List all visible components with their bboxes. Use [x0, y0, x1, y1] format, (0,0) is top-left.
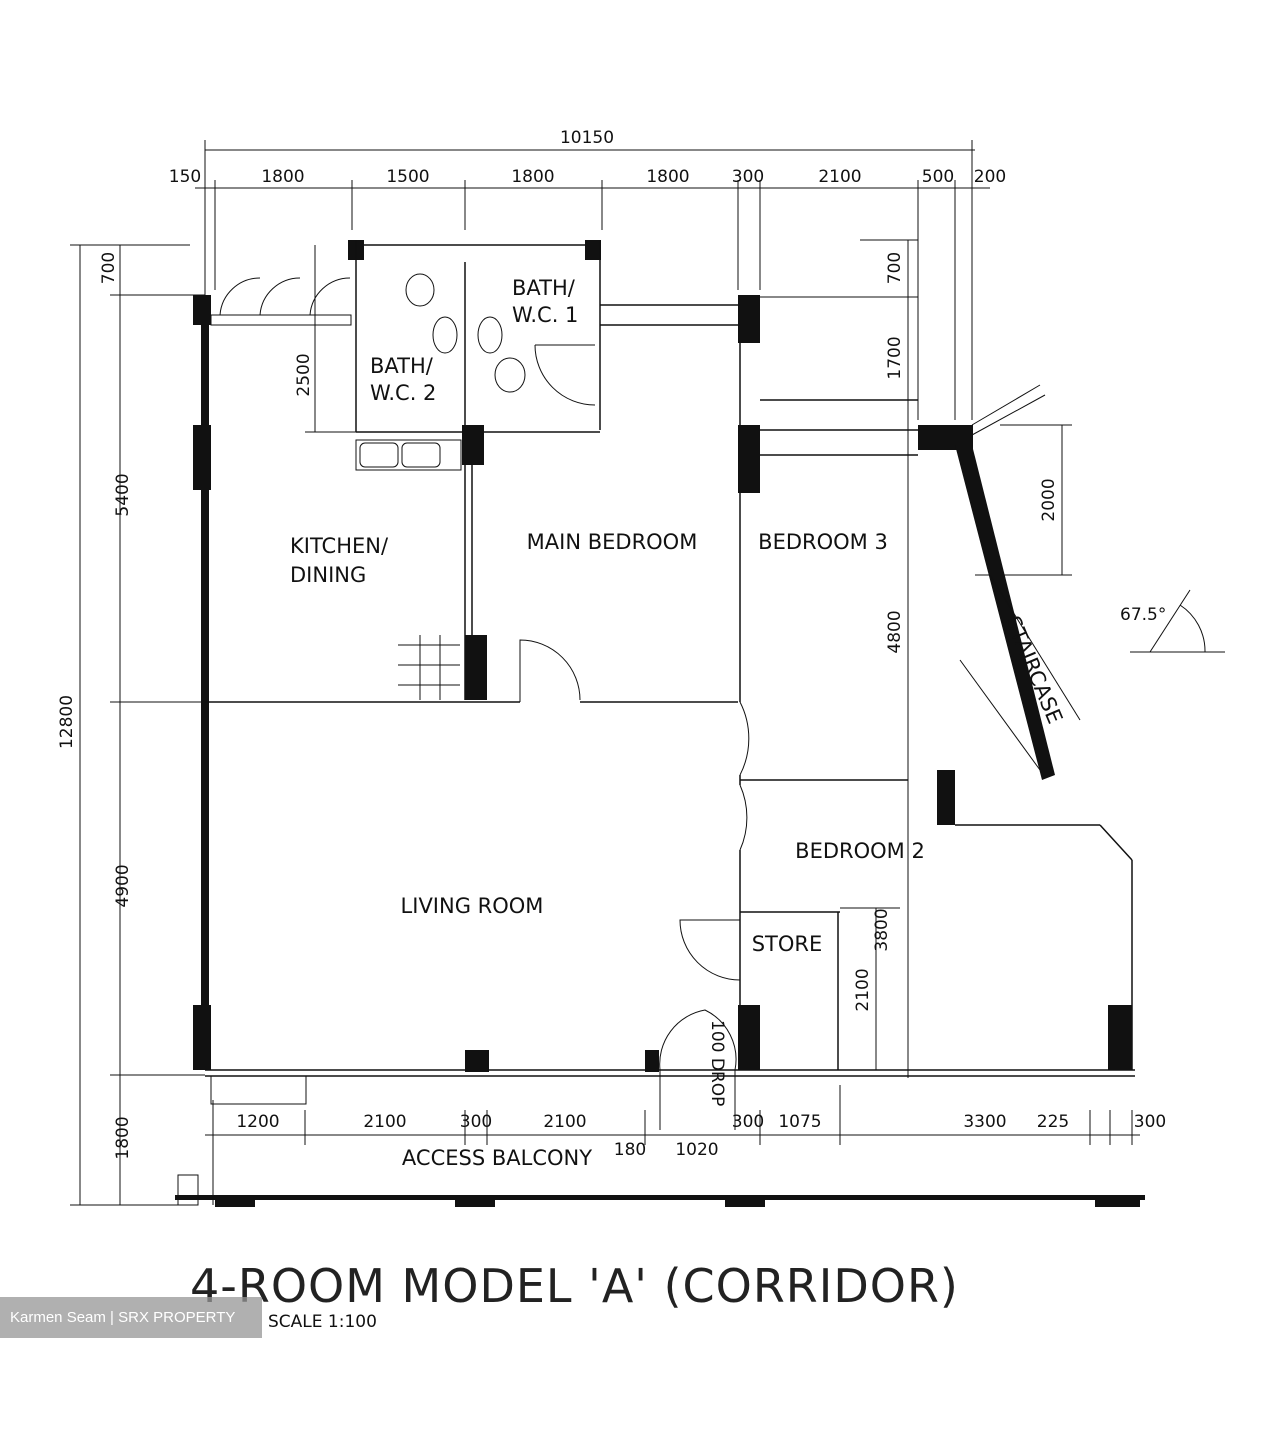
dim-right: 1700	[885, 336, 905, 379]
dim-bottom: 180	[614, 1140, 646, 1160]
dim-right: 3800	[872, 908, 892, 951]
dim-right: 2100	[853, 968, 873, 1011]
fixtures	[210, 273, 750, 1130]
dim-top: 300	[732, 167, 764, 187]
walls	[193, 240, 1135, 1077]
label-access-balcony: ACCESS BALCONY	[402, 1146, 592, 1170]
bottom-dimensions: 1200 2100 300 2100 180 1020 300 1075 330…	[205, 1085, 1166, 1205]
dim-total-width: 10150	[560, 128, 614, 148]
dim-left: 4900	[113, 864, 133, 907]
dim-top: 150	[169, 167, 201, 187]
dim-bottom: 2100	[363, 1112, 406, 1132]
angle-label: 67.5°	[1120, 605, 1166, 625]
dim-bottom: 2100	[543, 1112, 586, 1132]
dim-top: 200	[974, 167, 1006, 187]
label-bath-wc-1: W.C. 1	[512, 303, 578, 327]
dim-bottom: 3300	[963, 1112, 1006, 1132]
label-refuse-drop: 100 DROP	[707, 1020, 727, 1106]
label-kitchen: KITCHEN/	[290, 534, 389, 558]
dim-bottom: 1075	[778, 1112, 821, 1132]
dim-top: 2100	[818, 167, 861, 187]
dim-left: 5400	[113, 473, 133, 516]
room-labels: BATH/ W.C. 1 BATH/ W.C. 2 KITCHEN/ DININ…	[290, 276, 1067, 1170]
label-dining: DINING	[290, 563, 366, 587]
watermark: Karmen Seam | SRX PROPERTY	[0, 1297, 262, 1338]
dim-bottom: 300	[460, 1112, 492, 1132]
dim-top: 1500	[386, 167, 429, 187]
right-dimensions: 700 1700 2000 4800 3800 2100 67.5°	[760, 239, 1225, 1078]
dim-top: 1800	[261, 167, 304, 187]
dim-right: 700	[885, 252, 905, 284]
plan-scale: SCALE 1:100	[268, 1312, 377, 1332]
dim-bottom: 300	[1134, 1112, 1166, 1132]
plan-title: 4-ROOM MODEL 'A' (CORRIDOR)	[190, 1259, 959, 1313]
dim-top: 1800	[511, 167, 554, 187]
dim-bottom: 1200	[236, 1112, 279, 1132]
label-bedroom-3: BEDROOM 3	[758, 530, 888, 554]
label-bedroom-2: BEDROOM 2	[795, 839, 925, 863]
dim-bottom: 1020	[675, 1140, 718, 1160]
label-main-bedroom: MAIN BEDROOM	[527, 530, 698, 554]
top-dimensions: 10150 150 1800 1500 1800 1800 300 2100 5…	[169, 128, 1006, 420]
access-balcony-railing	[175, 1174, 1145, 1207]
label-living-room: LIVING ROOM	[401, 894, 544, 918]
dim-top: 500	[922, 167, 954, 187]
dim-bottom: 300	[732, 1112, 764, 1132]
label-bath-wc-2: BATH/	[370, 354, 434, 378]
dim-top: 1800	[646, 167, 689, 187]
label-bath-wc-2: W.C. 2	[370, 381, 436, 405]
label-bath-wc-1: BATH/	[512, 276, 576, 300]
dim-total-height: 12800	[57, 695, 77, 749]
left-dimensions: 700 2500 5400 12800 4900 1800	[57, 244, 360, 1206]
dim-left: 700	[99, 252, 119, 284]
dim-bottom: 225	[1037, 1112, 1069, 1132]
dim-left: 1800	[113, 1116, 133, 1159]
dim-right: 2000	[1039, 478, 1059, 521]
dim-right: 4800	[885, 610, 905, 653]
label-store: STORE	[752, 932, 823, 956]
dim-left: 2500	[294, 353, 314, 396]
